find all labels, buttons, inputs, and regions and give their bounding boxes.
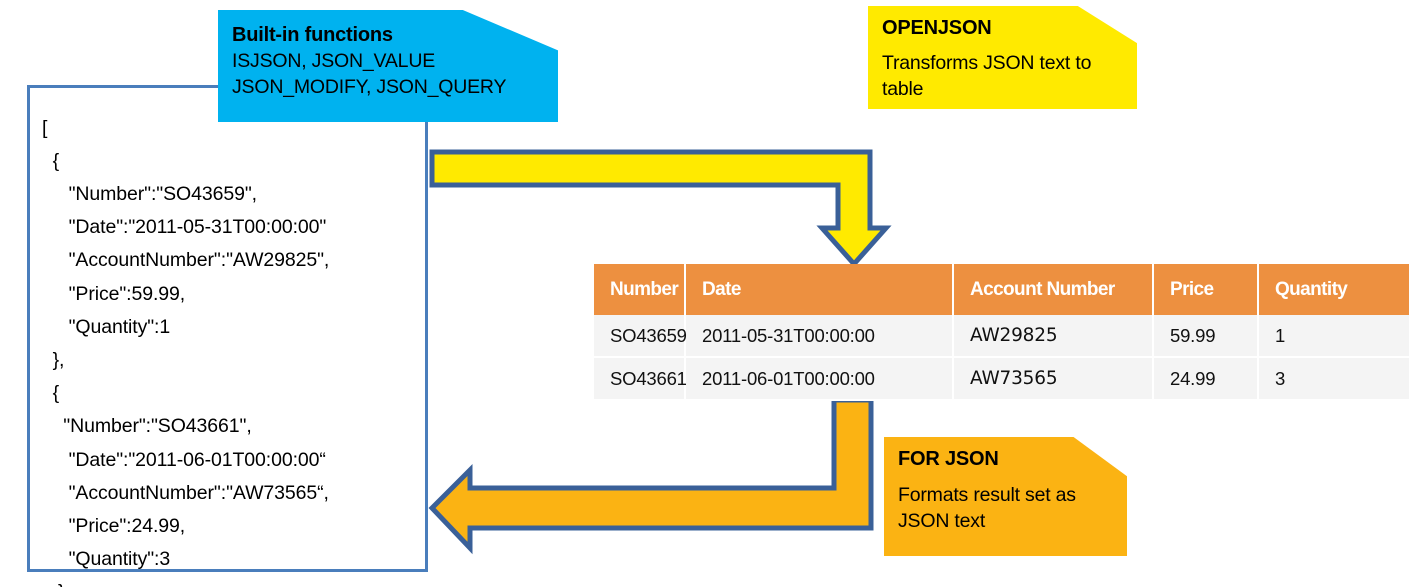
column-header-account-number: Account Number [953,264,1154,315]
cell-number: SO43659 [594,315,687,358]
cell-date: 2011-06-01T00:00:00 [685,357,954,401]
callout-for-json-title: FOR JSON [898,448,999,470]
openjson-down-arrow [429,149,892,268]
callout-openjson: OPENJSON Transforms JSON text to table [868,6,1137,109]
cell-price: 24.99 [1153,357,1259,401]
callout-openjson-title: OPENJSON [882,17,992,39]
callout-built-in-functions-line2: JSON_MODIFY, JSON_QUERY [232,76,507,98]
column-header-quantity: Quantity [1258,264,1409,315]
table-row: SO43661 2011-06-01T00:00:00 AW73565 24.9… [594,357,1409,401]
cell-price: 59.99 [1153,315,1259,358]
column-header-number: Number [594,264,686,315]
cell-account-number: AW29825 [953,315,1154,358]
callout-built-in-functions-line1: ISJSON, JSON_VALUE [232,50,436,72]
column-header-price: Price [1153,264,1259,315]
result-table: Number Date Account Number Price Quantit… [594,264,1409,401]
column-header-date: Date [685,264,954,315]
json-source-code: [ { "Number":"SO43659", "Date":"2011-05-… [42,116,330,587]
json-source-box: [ { "Number":"SO43659", "Date":"2011-05-… [27,85,428,587]
table-header-row: Number Date Account Number Price Quantit… [594,264,1409,315]
cell-date: 2011-05-31T00:00:00 [685,315,954,358]
table-row: SO43659 2011-05-31T00:00:00 AW29825 59.9… [594,315,1409,358]
cell-quantity: 3 [1258,357,1409,401]
forjson-left-arrow [428,397,874,555]
callout-built-in-functions-title: Built-in functions [232,24,393,46]
cell-number: SO43661 [594,357,687,401]
cell-account-number: AW73565 [953,357,1154,401]
callout-openjson-body: Transforms JSON text to table [882,52,1092,100]
cell-quantity: 1 [1258,315,1409,358]
callout-built-in-functions: Built-in functions ISJSON, JSON_VALUE JS… [218,10,558,122]
callout-for-json-body: Formats result set as JSON text [898,484,1076,532]
callout-for-json: FOR JSON Formats result set as JSON text [884,437,1127,556]
